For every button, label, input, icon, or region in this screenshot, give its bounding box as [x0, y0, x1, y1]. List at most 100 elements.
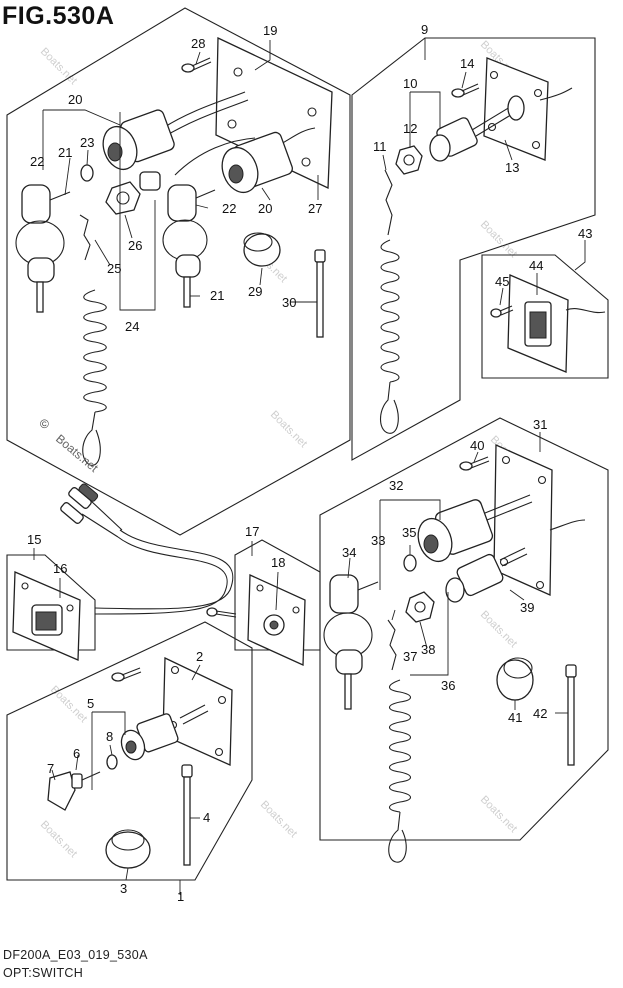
- part-number: 22: [30, 154, 44, 169]
- mounting-plate: [493, 444, 553, 596]
- key-switch: [174, 127, 316, 194]
- switch-mount: [120, 656, 233, 766]
- plate-hole: [531, 140, 541, 150]
- part-number: 41: [508, 710, 522, 725]
- part-number: 21: [210, 288, 224, 303]
- part-number: 16: [53, 561, 67, 576]
- part-number: 19: [263, 23, 277, 38]
- washer: [106, 754, 118, 770]
- part-number: 17: [245, 524, 259, 539]
- part-number: 20: [68, 92, 82, 107]
- watermark-text: Boats.net: [268, 409, 309, 450]
- key-switch: [417, 494, 586, 563]
- plate-hole: [533, 88, 543, 98]
- part-number: 42: [533, 706, 547, 721]
- part-number: 10: [403, 76, 417, 91]
- part-number: 43: [578, 226, 592, 241]
- watermark-text: Boats.net: [38, 819, 79, 860]
- plate-hole: [227, 119, 237, 129]
- figure-code: DF200A_E03_019_530A: [3, 948, 148, 962]
- part-number: 8: [106, 729, 113, 744]
- part-number: 38: [421, 642, 435, 657]
- switch-17: [206, 574, 306, 666]
- part-number: 29: [248, 284, 262, 299]
- leader-lines: [42, 40, 319, 311]
- panel-outline-dash: [6, 554, 96, 651]
- washer: [80, 164, 94, 182]
- key: [15, 184, 71, 313]
- part-number: 12: [403, 121, 417, 136]
- plate-hole: [307, 107, 317, 117]
- screw: [451, 83, 480, 98]
- screw: [181, 57, 212, 73]
- watermark-text: Boats.net: [48, 684, 89, 725]
- safety-lanyard: [379, 169, 400, 434]
- part-number: 34: [342, 545, 356, 560]
- switch-cap: [105, 829, 151, 869]
- nut: [105, 171, 161, 215]
- wire-harness: [60, 483, 234, 615]
- key: [162, 184, 216, 308]
- figure-title: FIG.530A: [2, 2, 115, 30]
- plate-hole: [535, 580, 545, 590]
- part-number: 22: [222, 201, 236, 216]
- part-number: 4: [203, 810, 210, 825]
- part-number: 44: [529, 258, 543, 273]
- plate-hole: [537, 475, 547, 485]
- part-number: 18: [271, 555, 285, 570]
- part-number: 45: [495, 274, 509, 289]
- part-number: 23: [80, 135, 94, 150]
- washer: [403, 554, 417, 572]
- watermark-text: Boats.net: [478, 219, 519, 260]
- part-number: 6: [73, 746, 80, 761]
- part-number: 30: [282, 295, 296, 310]
- part-number: 24: [125, 319, 139, 334]
- nut: [405, 591, 435, 623]
- part-number: 25: [107, 261, 121, 276]
- part-number-labels: 1 2 3 4 5 6 7 8 9 10 11 12 13 14 15 16 1…: [27, 22, 592, 904]
- part-number: 26: [128, 238, 142, 253]
- switch-cap: [496, 657, 534, 701]
- safety-lanyard: [79, 214, 107, 466]
- part-number: 39: [520, 600, 534, 615]
- part-number: 7: [47, 761, 54, 776]
- switch-15: [12, 571, 81, 661]
- plate-hole: [489, 70, 499, 80]
- part-number: 27: [308, 201, 322, 216]
- screw: [490, 305, 514, 318]
- screw: [459, 456, 490, 471]
- safety-lanyard: [387, 619, 412, 863]
- switch-cap: [243, 232, 281, 267]
- part-number: 28: [191, 36, 205, 51]
- stop-switch: [395, 87, 573, 175]
- panel-outline-top-right: [351, 37, 596, 461]
- key: [47, 771, 101, 811]
- panel-outline-rocker: [481, 254, 609, 379]
- watermark-text: Boats.net: [38, 46, 79, 87]
- part-number: 37: [403, 649, 417, 664]
- leader-lines: [33, 541, 279, 611]
- part-number: 32: [389, 478, 403, 493]
- copyright-mark: ©: [40, 417, 49, 431]
- leader-lines: [499, 240, 586, 306]
- plate-hole: [501, 455, 511, 465]
- part-number: 5: [87, 696, 94, 711]
- figure-name: OPT:SWITCH: [3, 966, 84, 980]
- part-number: 11: [373, 139, 387, 154]
- part-number: 13: [505, 160, 519, 175]
- panel-outline-bottom-right: [319, 417, 609, 841]
- part-number: 35: [402, 525, 416, 540]
- cable-tie: [314, 249, 326, 338]
- watermark-text: Boats.net: [478, 609, 519, 650]
- part-number: 15: [27, 532, 41, 547]
- key: [323, 574, 379, 710]
- part-number: 31: [533, 417, 547, 432]
- part-number: 3: [120, 881, 127, 896]
- leader-lines: [347, 432, 568, 714]
- part-number: 14: [460, 56, 474, 71]
- part-number: 9: [421, 22, 428, 37]
- leader-lines: [51, 664, 201, 895]
- leader-lines: [382, 38, 513, 171]
- part-number: 20: [258, 201, 272, 216]
